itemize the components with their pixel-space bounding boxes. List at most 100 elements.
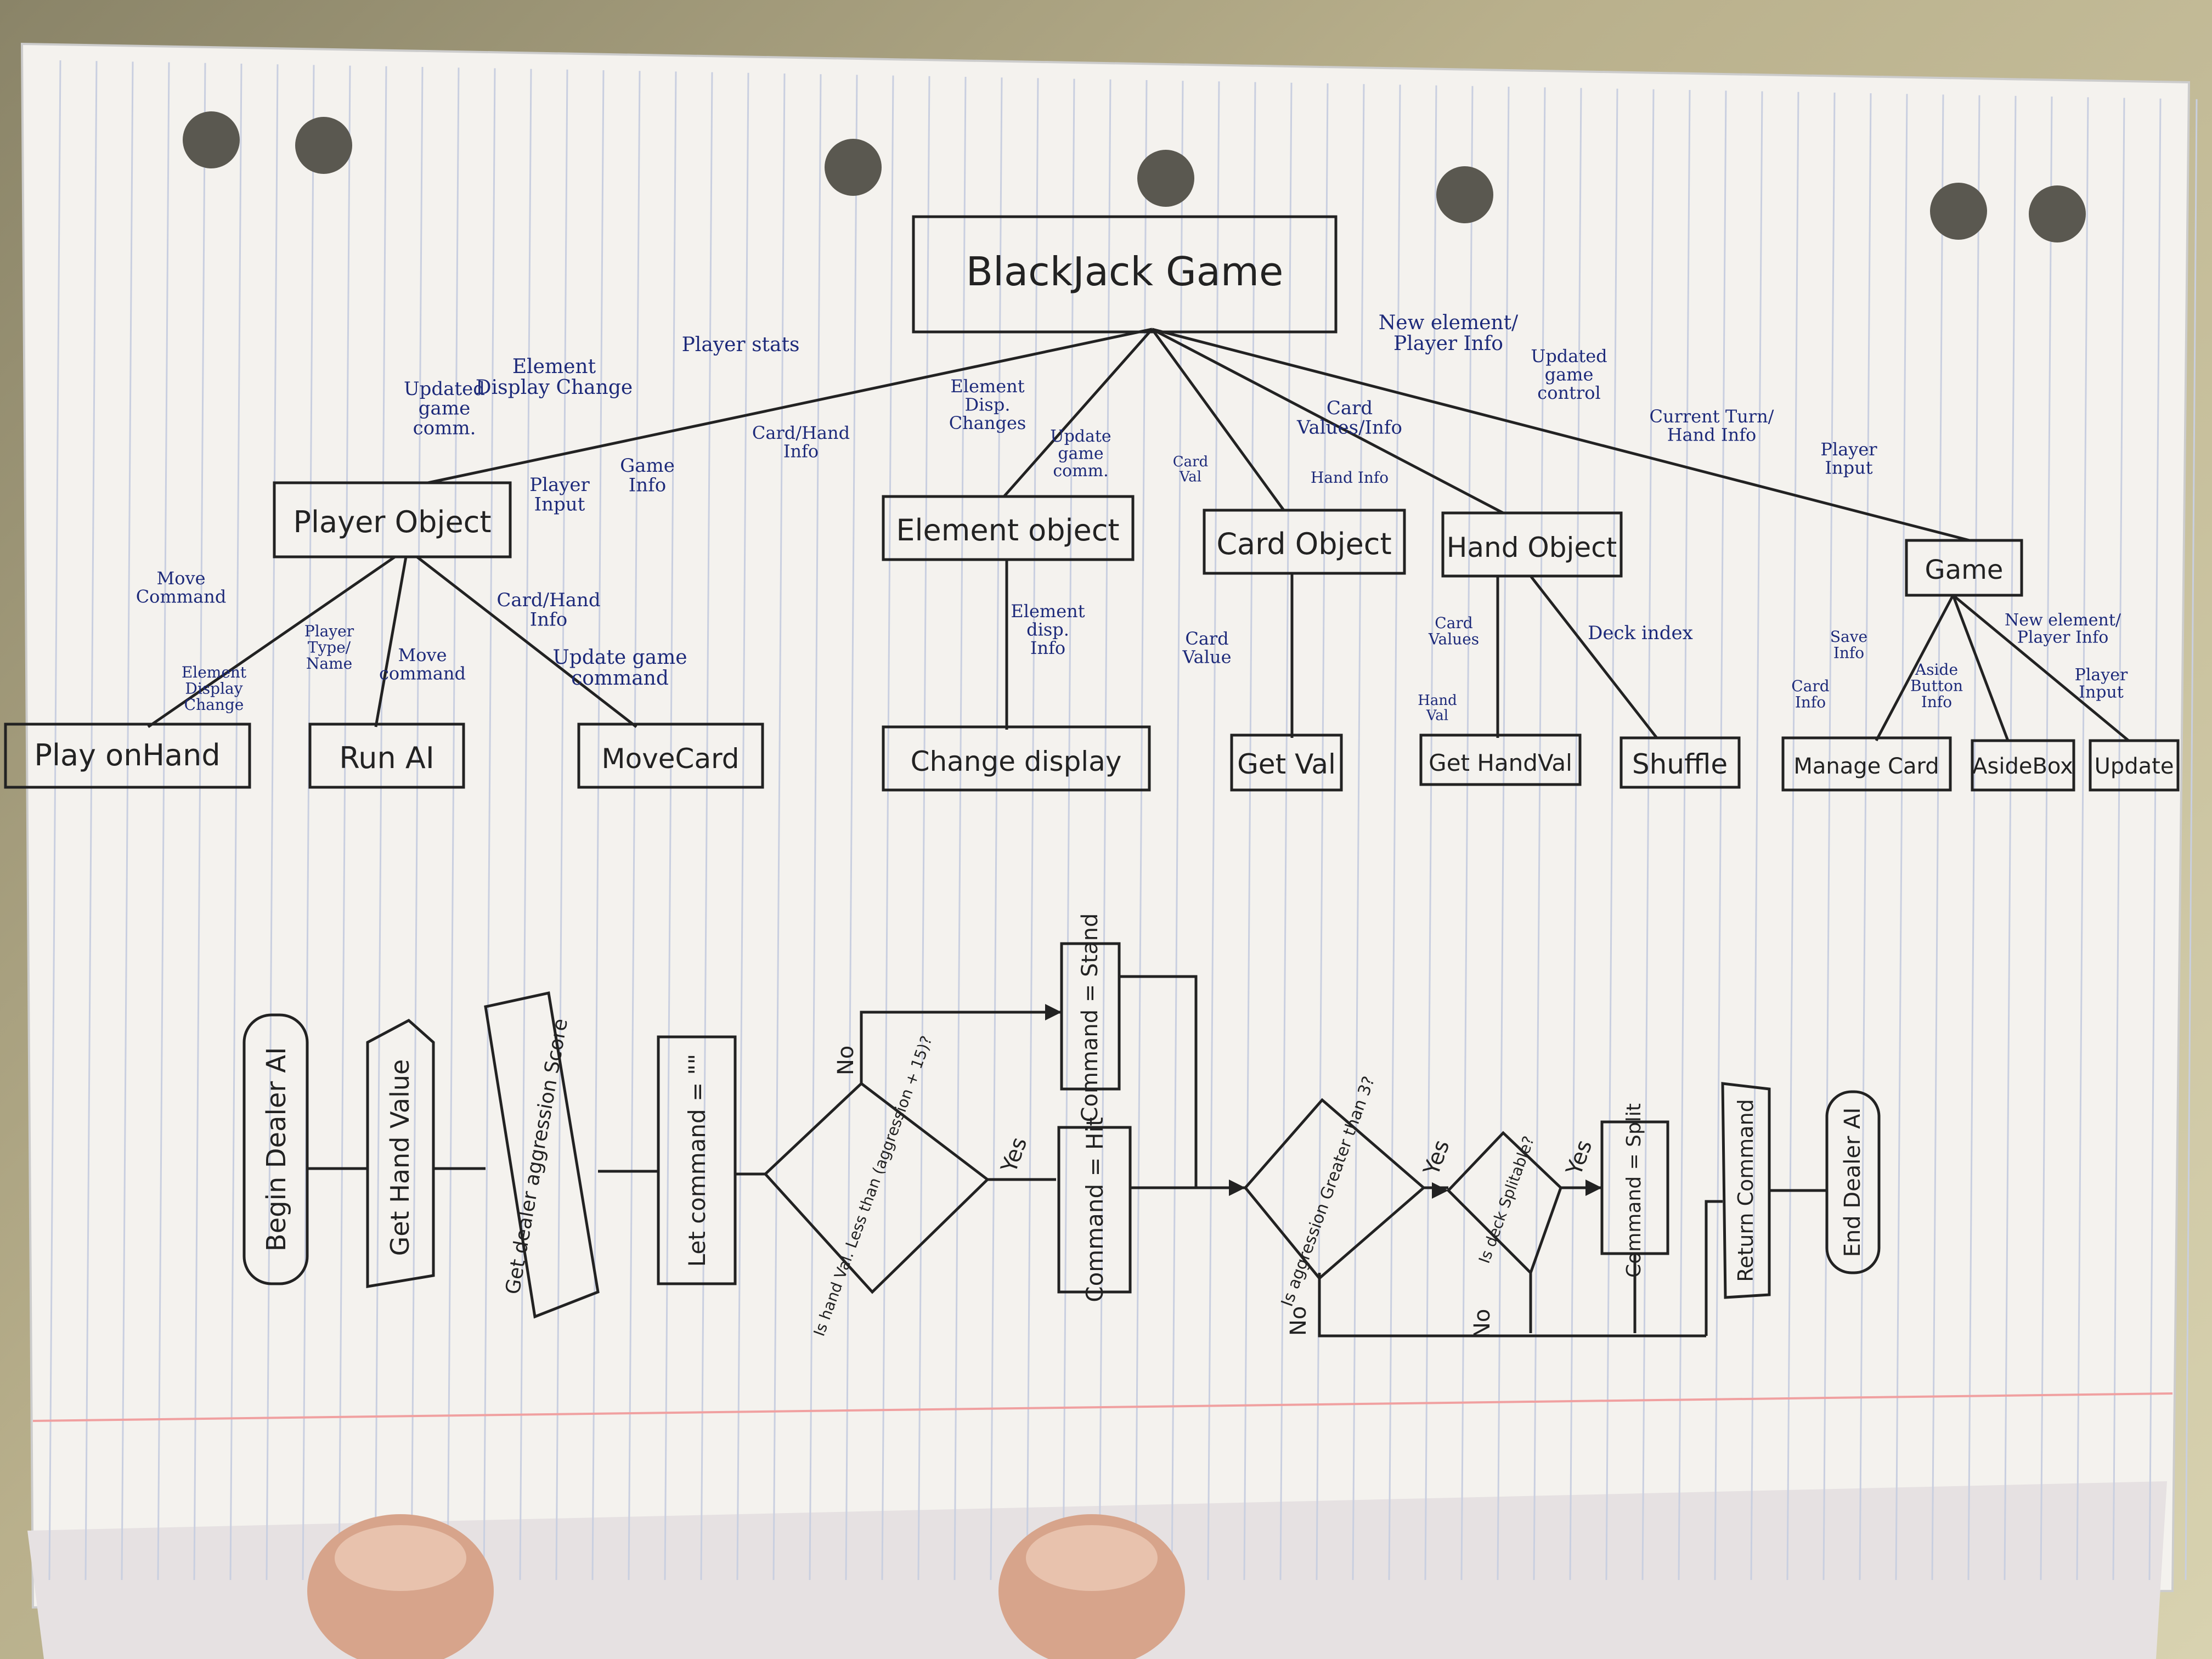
ruled-line <box>1931 94 1944 1581</box>
aside-button-box <box>1971 739 2075 792</box>
ruled-line <box>266 64 279 1581</box>
shuffle-box <box>1620 736 1741 789</box>
get-hand-val-label: Get HandVal <box>1429 749 1572 776</box>
annotation-line: Values/Info <box>1296 417 1402 439</box>
play-on-hand-label: Play onHand <box>34 738 220 772</box>
annotation-line: Card <box>1435 614 1473 632</box>
ruled-line <box>157 62 170 1581</box>
annotation-line: Input <box>2079 683 2124 702</box>
annotation-line: Val <box>1426 707 1448 724</box>
ruled-line <box>48 60 61 1581</box>
annotation-new-element-player-info-2: New element/Player Info <box>2005 611 2121 647</box>
structure-chart <box>4 215 2180 792</box>
annotation-line: comm. <box>1053 461 1108 481</box>
annotation-line: game <box>419 398 470 420</box>
splitable-decision <box>1446 1131 1562 1276</box>
root-label: BlackJack Game <box>966 249 1284 295</box>
ruled-line <box>1895 94 1908 1581</box>
hand-value-decision <box>763 1081 990 1294</box>
annotation-line: control <box>1537 382 1600 403</box>
end-label: End Dealer AI <box>1840 1108 1865 1257</box>
annotation-line: Element <box>182 663 247 681</box>
annotation-hand-info: Hand Info <box>1311 469 1389 487</box>
get-val-label: Get Val <box>1237 748 1336 780</box>
annotation-line: Info <box>530 609 567 631</box>
get-hand-value-io <box>366 1018 435 1288</box>
ruled-line <box>809 74 822 1581</box>
return-command-io <box>1721 1082 1771 1299</box>
annotation-line: Player <box>529 474 590 496</box>
annotation-line: Card <box>1185 628 1228 649</box>
ruled-line <box>881 75 894 1581</box>
ruled-line <box>121 61 134 1581</box>
element-object-label: Element object <box>896 513 1119 548</box>
ruled-line <box>193 63 206 1581</box>
annotation-player-stats: Player stats <box>682 334 800 356</box>
annotation-line: command <box>571 667 669 690</box>
annotation-new-element-player-info-top: New element/Player Info <box>1379 312 1519 355</box>
annotation-line: game <box>1058 444 1103 464</box>
manage-card-box <box>1781 736 1952 792</box>
manage-card-label: Manage Card <box>1793 754 1939 779</box>
play-on-hand-box <box>4 723 251 789</box>
card-object-label: Card Object <box>1216 527 1391 561</box>
game-object-label: Game <box>1925 555 2004 585</box>
set-command-process <box>657 1035 737 1285</box>
annotation-line: Button <box>1910 676 1963 695</box>
ruled-line <box>628 71 641 1581</box>
hand-object-label: Hand Object <box>1447 532 1617 563</box>
annotation-line: Command <box>136 586 227 607</box>
annotation-line: Value <box>1182 647 1231 668</box>
update-label: Update <box>2095 754 2174 779</box>
root-box <box>912 215 1338 334</box>
update-box <box>2089 739 2180 792</box>
annotation-line: Name <box>306 654 352 673</box>
stand-process <box>1060 942 1121 1091</box>
annotation-line: Hand Info <box>1311 469 1389 487</box>
branch-no-2: No <box>1286 1306 1311 1336</box>
ruled-line <box>845 75 858 1581</box>
ruled-line <box>1714 91 1727 1581</box>
annotation-line: disp. <box>1026 619 1069 640</box>
ruled-line <box>2185 99 2198 1581</box>
ruled-line <box>229 63 242 1581</box>
punch-holes <box>183 111 2086 242</box>
annotation-line: Changes <box>949 413 1026 433</box>
annotation-line: Deck index <box>1588 622 1693 644</box>
annotation-line: Card <box>1173 454 1208 470</box>
ruled-line <box>700 72 713 1581</box>
annotation-line: Move <box>398 645 447 665</box>
ruled-line <box>555 69 568 1581</box>
ruled-line <box>2040 96 2053 1581</box>
annotation-line: New element/ <box>1379 312 1519 334</box>
annotation-line: Info <box>629 475 666 496</box>
annotation-line: Player <box>1820 439 1877 460</box>
get-aggression-io <box>484 991 600 1319</box>
hit-label: Command = Hit <box>1081 1117 1108 1302</box>
annotation-line: Info <box>1795 693 1826 711</box>
annotation-line: Element <box>950 376 1024 397</box>
ruled-line <box>1497 86 1510 1581</box>
ruled-line <box>338 65 351 1581</box>
move-card-box <box>577 723 764 789</box>
flowchart <box>242 942 1881 1338</box>
aggression-decision <box>1243 1098 1426 1280</box>
ruled-line <box>1859 93 1872 1581</box>
set-command-label: Let command = "" <box>684 1054 710 1267</box>
get-val-box <box>1230 733 1343 792</box>
ruled-line <box>519 69 532 1581</box>
ruled-line <box>1098 79 1111 1581</box>
return-command-label: Return Command <box>1734 1099 1758 1282</box>
margin-line <box>32 1392 2173 1422</box>
annotation-line: Player <box>304 622 354 640</box>
